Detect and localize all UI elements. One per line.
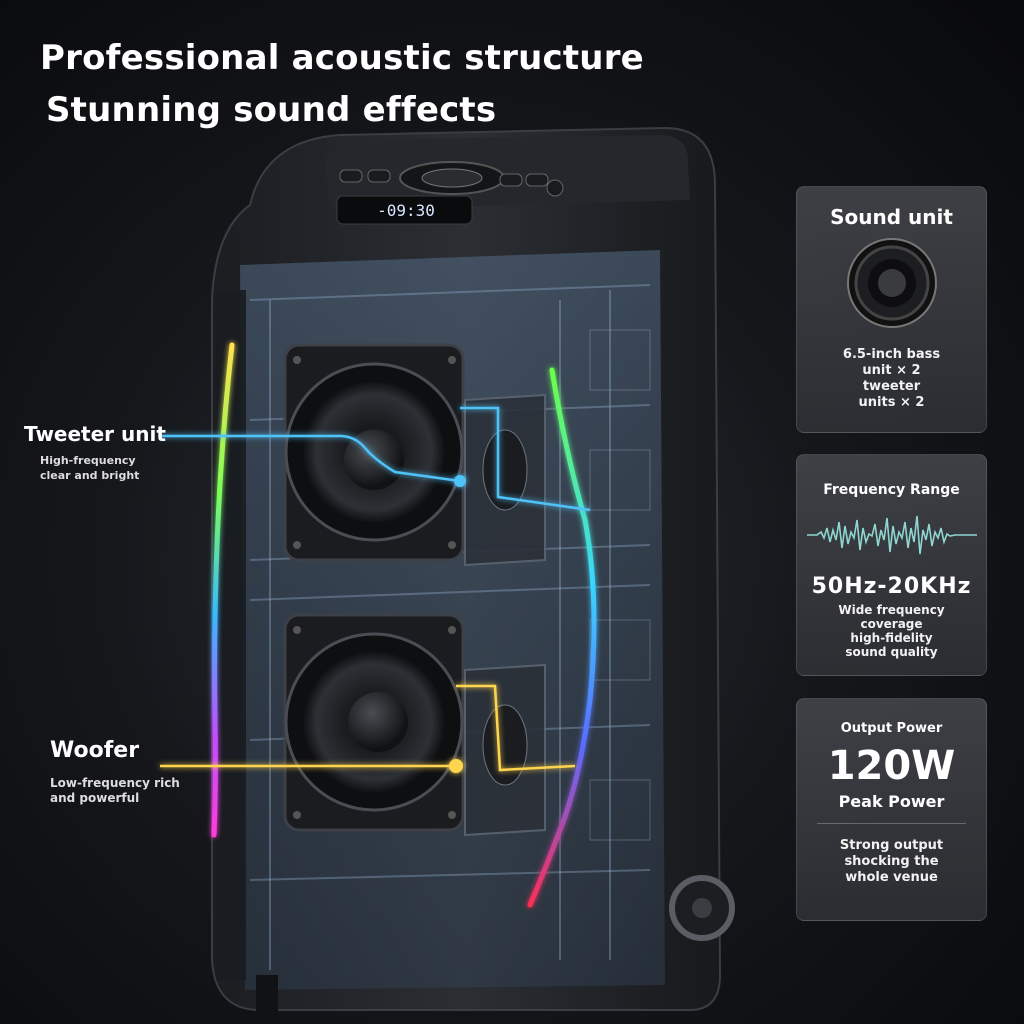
tweeter-unit-title: Tweeter unit: [24, 422, 166, 446]
sound-unit-title: Sound unit: [830, 205, 953, 229]
woofer-desc-line-1: Low-frequency rich: [50, 776, 180, 790]
power-desc-line-2: shocking the: [844, 854, 939, 869]
sound-unit-desc-line-1: 6.5-inch bass: [842, 347, 941, 362]
sound-wave-icon: [806, 515, 977, 555]
output-power-description: Strong output shocking the whole venue: [797, 838, 986, 886]
output-power-value: 120W: [827, 743, 956, 789]
card-divider: [817, 823, 966, 824]
upper-woofer: [283, 343, 465, 562]
speaker-icon: [846, 238, 937, 328]
frequency-range-value: 50Hz-20KHz: [811, 574, 972, 599]
frequency-range-title: Frequency Range: [823, 482, 960, 498]
frequency-desc-line-1: Wide frequency: [838, 603, 945, 617]
output-power-title: Output Power: [840, 721, 943, 736]
frequency-range-description: Wide frequency coverage high-fidelity so…: [797, 603, 986, 659]
sound-unit-card: Sound unit 6.5-inch bass unit × 2 tweete…: [796, 186, 987, 433]
frequency-desc-line-4: sound quality: [845, 645, 938, 659]
display-time: -09:30: [377, 201, 435, 220]
sound-unit-desc-line-2: unit × 2: [862, 363, 921, 378]
sound-unit-desc-line-3: tweeter: [862, 379, 921, 394]
sound-unit-description: 6.5-inch bass unit × 2 tweeter units × 2: [797, 347, 986, 411]
frequency-desc-line-3: high-fidelity: [850, 631, 933, 645]
frequency-desc-line-2: coverage: [860, 617, 923, 631]
headline-line-1: Professional acoustic structure: [40, 38, 644, 78]
peak-power-label: Peak Power: [838, 792, 945, 811]
headline: Professional acoustic structure Stunning…: [40, 32, 644, 136]
woofer-desc-line-2: and powerful: [50, 791, 140, 805]
frequency-range-card: Frequency Range 50Hz-20KHz Wide frequenc…: [796, 454, 987, 676]
power-desc-line-3: whole venue: [845, 870, 938, 885]
tweeter-desc-line-2: clear and bright: [40, 469, 140, 482]
headline-line-2: Stunning sound effects: [46, 90, 497, 130]
power-desc-line-1: Strong output: [839, 838, 944, 853]
tweeter-unit-description: High-frequency clear and bright: [40, 453, 139, 483]
woofer-description: Low-frequency rich and powerful: [50, 776, 180, 806]
tweeter-callout-line: [160, 406, 591, 512]
output-power-card: Output Power 120W Peak Power Strong outp…: [796, 698, 987, 921]
lower-woofer: [283, 613, 465, 832]
woofer-callout-line: [160, 684, 576, 773]
woofer-title: Woofer: [50, 738, 140, 763]
tweeter-desc-line-1: High-frequency: [40, 454, 136, 467]
sound-unit-desc-line-4: units × 2: [858, 395, 925, 410]
